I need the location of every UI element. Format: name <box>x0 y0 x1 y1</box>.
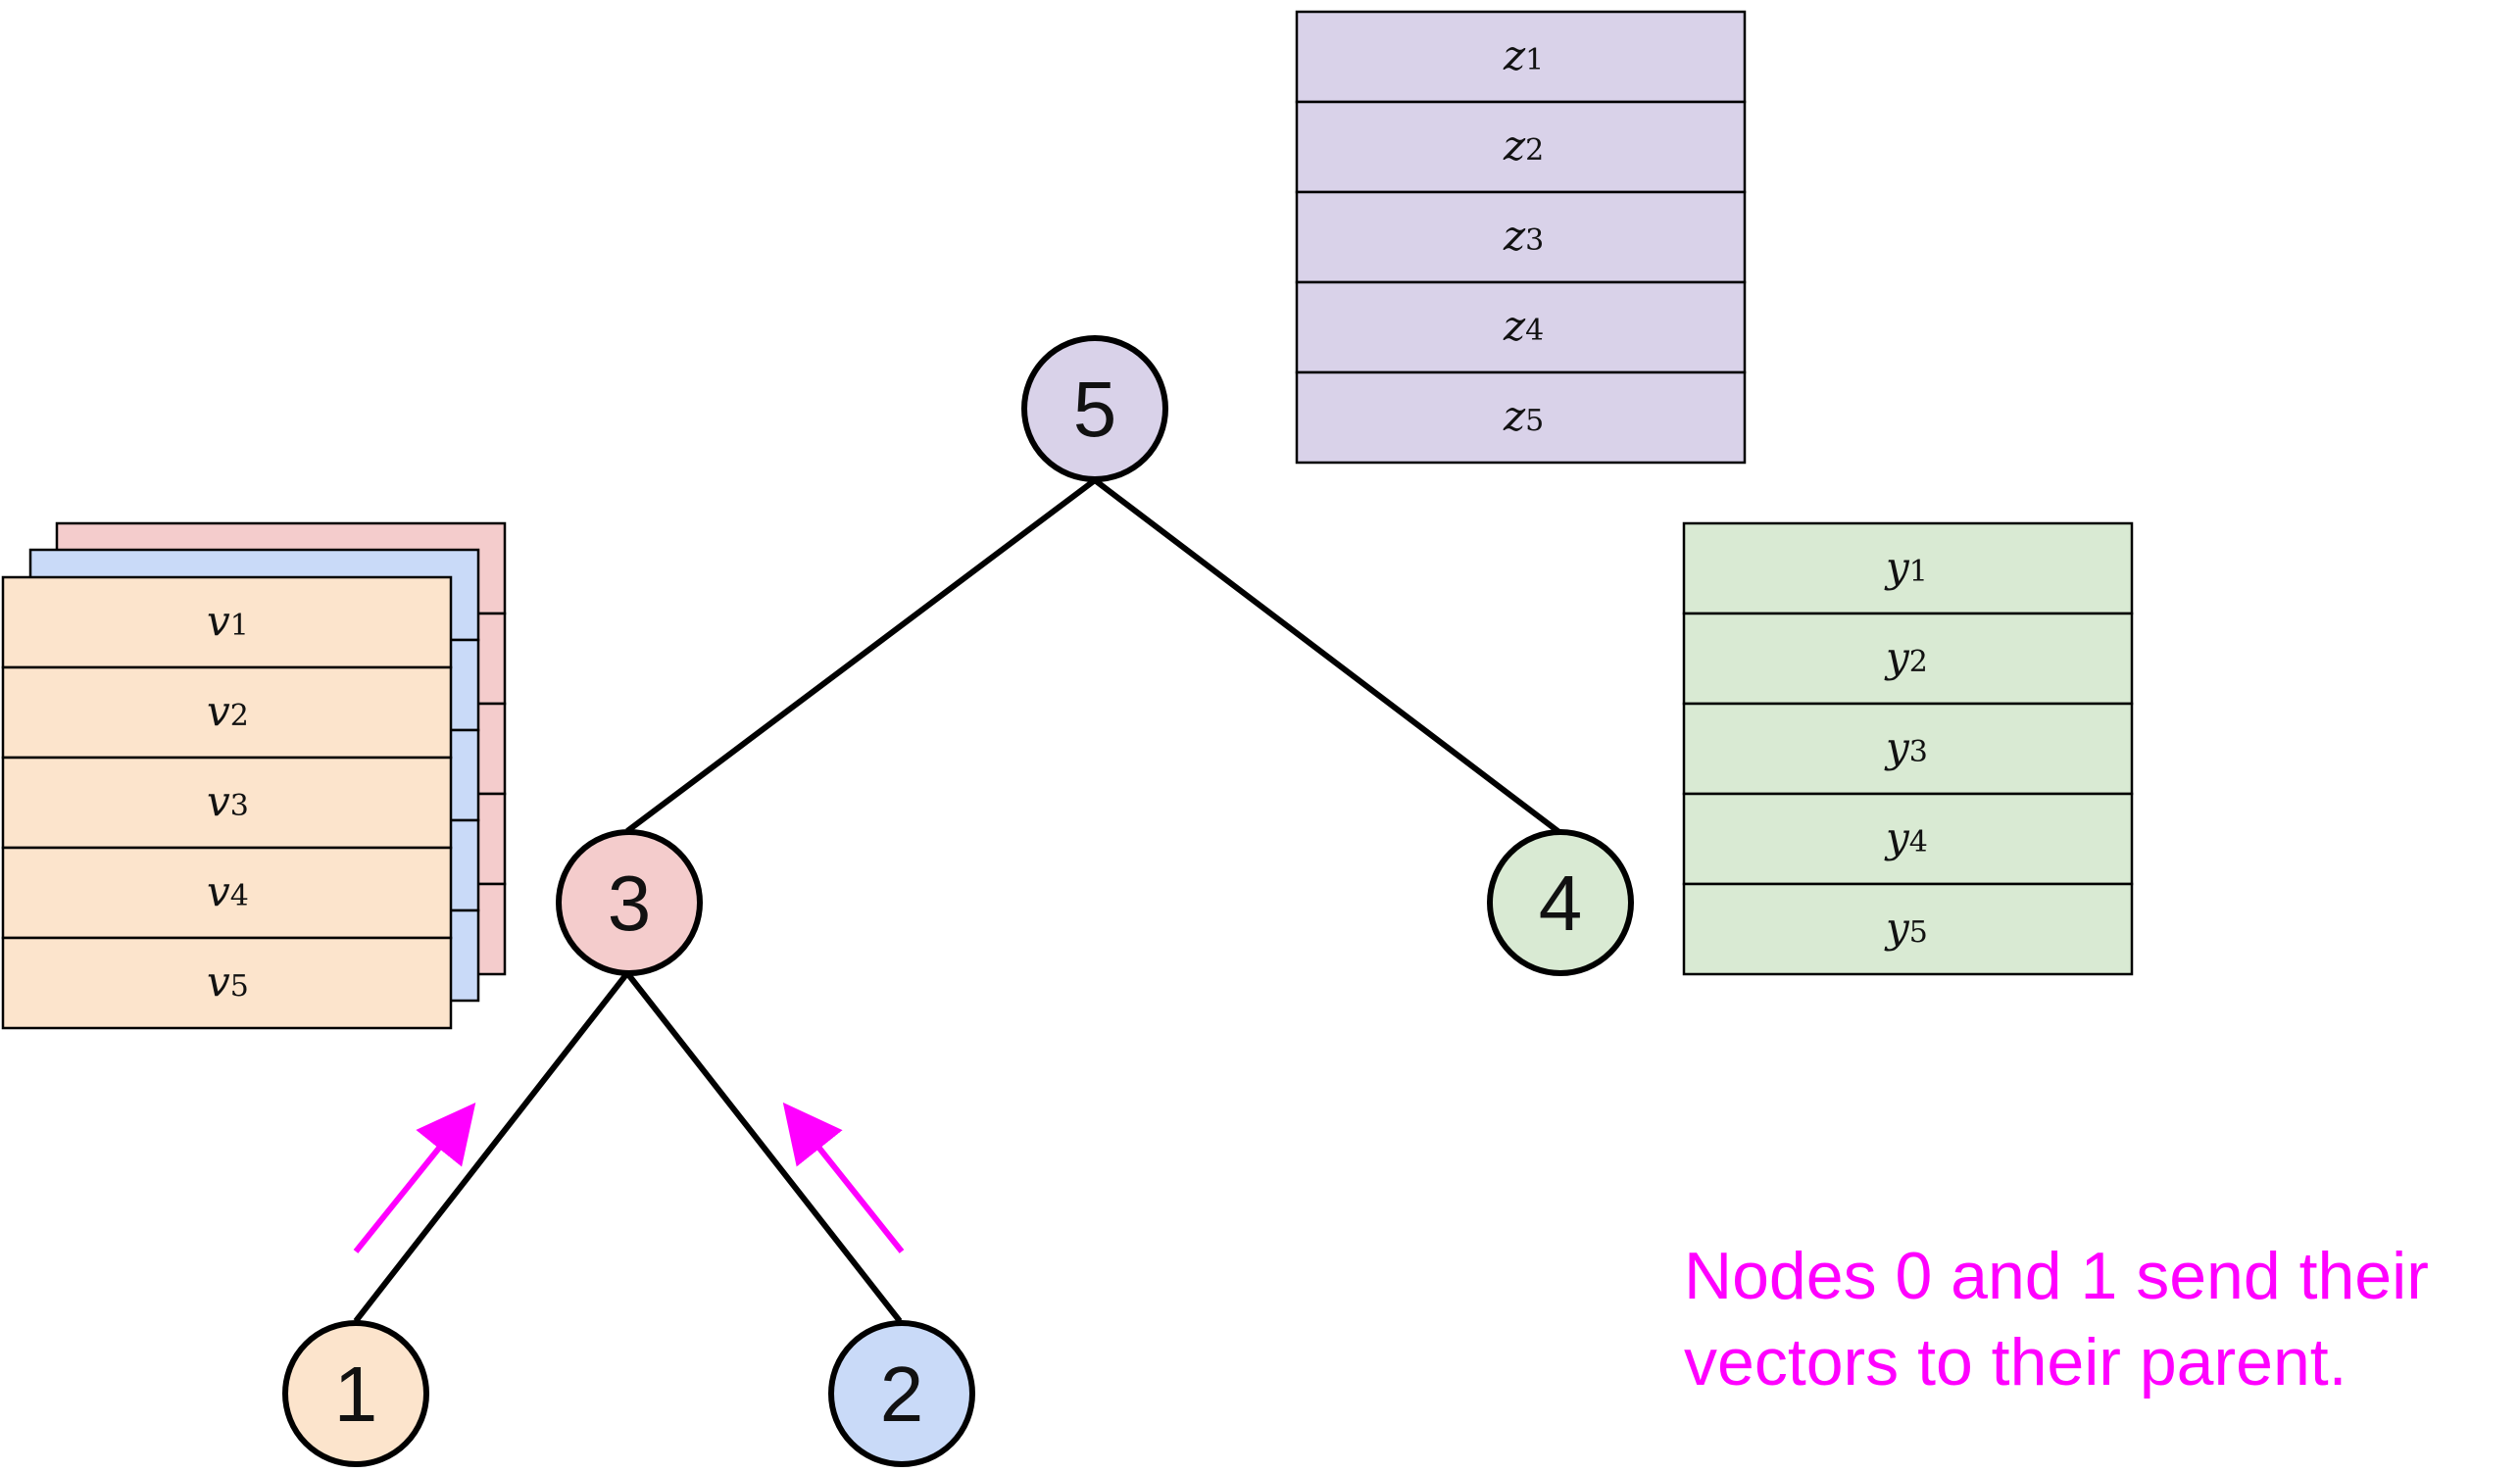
node-4-circle <box>1487 829 1634 976</box>
edge-5-4 <box>1093 477 1562 836</box>
var-sub: 5 <box>230 969 249 1004</box>
var-base: v <box>207 597 230 645</box>
vector-z-label-4: z4 <box>1503 302 1544 350</box>
node-5-circle <box>1021 335 1168 482</box>
vector-z-label-1: z1 <box>1503 31 1544 79</box>
var-sub: 3 <box>1525 223 1544 258</box>
var-sub: 1 <box>230 609 249 643</box>
vector-y-label-1: y1 <box>1884 543 1928 591</box>
var-sub: 2 <box>1909 645 1928 679</box>
var-sub: 2 <box>230 699 249 733</box>
node-3: 3 <box>556 829 703 976</box>
var-base: y <box>1884 633 1910 681</box>
var-base: y <box>1884 543 1910 591</box>
vector-z-cell <box>1295 100 1747 194</box>
vector-v-label-5: v5 <box>207 957 249 1006</box>
node-1: 1 <box>282 1320 429 1467</box>
var-base: y <box>1884 723 1910 771</box>
edge-3-2 <box>624 971 903 1323</box>
node-4: 4 <box>1487 829 1634 976</box>
edges <box>353 477 1562 1323</box>
var-base: v <box>207 777 230 825</box>
node-3-circle <box>556 829 703 976</box>
var-base: z <box>1503 392 1526 440</box>
node-5-label: 5 <box>1073 366 1117 453</box>
var-base: z <box>1503 122 1526 170</box>
vector-y-cell <box>1682 612 2134 706</box>
var-base: v <box>207 957 230 1006</box>
vector-z-label-2: z2 <box>1503 122 1544 170</box>
node-2-circle <box>828 1320 975 1467</box>
caption-line-1: Nodes 0 and 1 send their <box>1684 1239 2429 1313</box>
var-base: y <box>1884 813 1910 861</box>
var-sub: 5 <box>1525 404 1544 438</box>
node-2: 2 <box>828 1320 975 1467</box>
vector-z-cell <box>1295 370 1747 465</box>
var-sub: 3 <box>1909 735 1928 769</box>
vector-z-label-3: z3 <box>1503 212 1544 260</box>
var-base: v <box>207 687 230 735</box>
node-4-label: 4 <box>1539 859 1583 947</box>
vector-v-label-3: v3 <box>207 777 249 825</box>
var-sub: 1 <box>1525 43 1544 77</box>
vector-z: z1 z2 z3 z4 z5 <box>1295 10 1747 465</box>
var-sub: 4 <box>230 879 249 913</box>
send-arrows <box>353 1102 905 1253</box>
arrow-node2-to-parent <box>782 1102 905 1253</box>
var-sub: 4 <box>1525 314 1544 348</box>
var-sub: 1 <box>1909 555 1928 589</box>
vector-z-cell <box>1295 280 1747 374</box>
vector-v-cell <box>1 936 453 1030</box>
vector-y-label-5: y5 <box>1884 904 1928 952</box>
var-sub: 2 <box>1525 133 1544 168</box>
vector-y-label-3: y3 <box>1884 723 1928 771</box>
vector-y-cell <box>1682 792 2134 886</box>
var-base: z <box>1503 302 1526 350</box>
vector-y-cell <box>1682 702 2134 796</box>
vector-z-label-5: z5 <box>1503 392 1544 440</box>
edge-3-1 <box>353 971 630 1323</box>
vector-y-cell <box>1682 521 2134 615</box>
vector-v-label-1: v1 <box>207 597 249 645</box>
var-base: z <box>1503 31 1526 79</box>
vector-v: v1 v2 v3 v4 v5 <box>1 575 453 1030</box>
vector-y: y1 y2 y3 y4 y5 <box>1682 521 2134 976</box>
vector-y-label-2: y2 <box>1884 633 1928 681</box>
var-base: z <box>1503 212 1526 260</box>
vector-stack-left: v1 v2 v3 v4 v5 <box>1 521 507 1030</box>
caption: Nodes 0 and 1 send their vectors to thei… <box>1684 1239 2429 1399</box>
var-sub: 5 <box>1909 915 1928 950</box>
vector-v-label-4: v4 <box>207 867 249 915</box>
var-base: y <box>1884 904 1910 952</box>
node-1-label: 1 <box>334 1350 378 1438</box>
var-base: v <box>207 867 230 915</box>
caption-line-2: vectors to their parent. <box>1684 1325 2347 1399</box>
vector-y-label-4: y4 <box>1884 813 1928 861</box>
edge-5-3 <box>625 477 1097 834</box>
node-2-label: 2 <box>880 1350 924 1438</box>
node-1-circle <box>282 1320 429 1467</box>
vector-v-cell <box>1 665 453 760</box>
var-sub: 3 <box>230 789 249 823</box>
var-sub: 4 <box>1909 825 1928 859</box>
node-5: 5 <box>1021 335 1168 482</box>
node-3-label: 3 <box>608 859 652 947</box>
arrow-node1-to-parent <box>353 1102 476 1253</box>
vector-y-cell <box>1682 882 2134 976</box>
vector-v-label-2: v2 <box>207 687 249 735</box>
